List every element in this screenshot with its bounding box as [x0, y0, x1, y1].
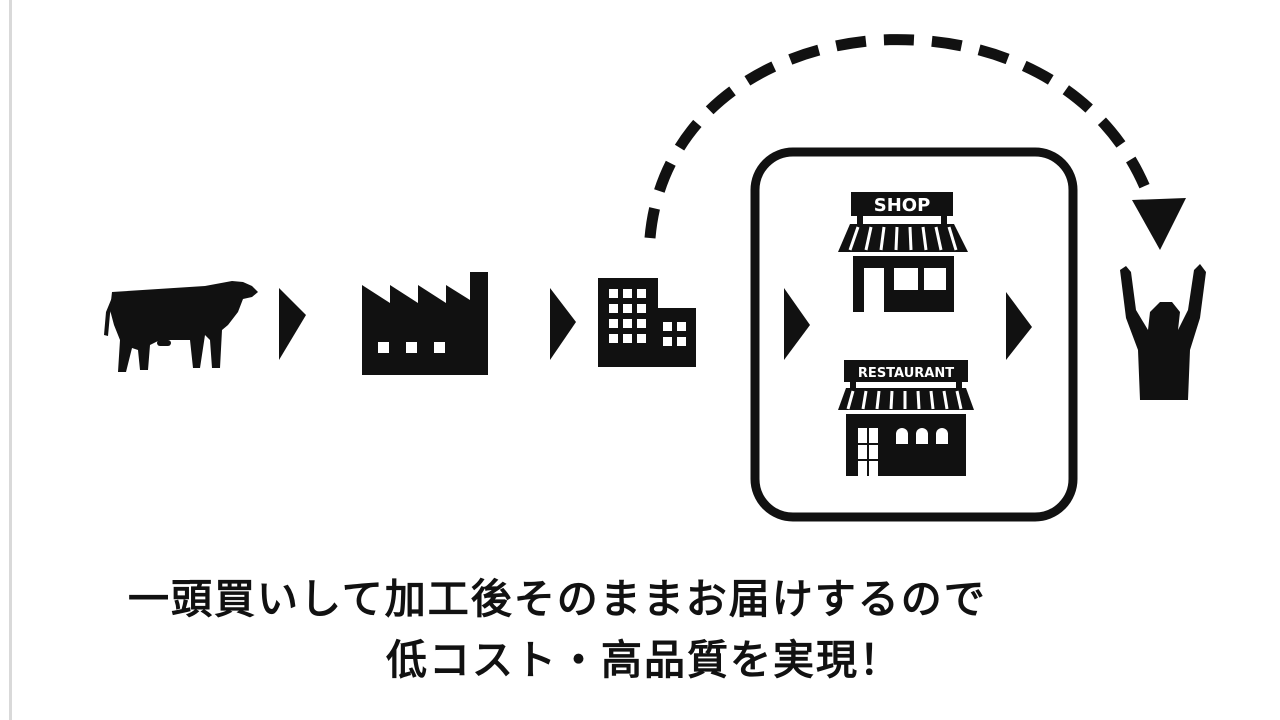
office-building-icon	[598, 278, 696, 367]
flow-arrow-3	[784, 288, 810, 360]
dashed-arrow-head	[1132, 198, 1186, 250]
dashed-bypass-arrow	[644, 34, 1156, 239]
flow-arrow-4	[1006, 292, 1032, 360]
cow-icon	[104, 281, 258, 372]
factory-icon	[362, 272, 488, 375]
caption-line-2: 低コスト・高品質を実現！	[386, 636, 902, 684]
restaurant-icon: RESTAURANT	[838, 360, 974, 476]
flow-arrow-2	[550, 288, 576, 360]
restaurant-sign-text: RESTAURANT	[858, 366, 954, 381]
caption-line-1: 一頭買いして加工後そのままお届けするので	[128, 575, 987, 623]
left-border-rule	[9, 0, 12, 720]
cheering-person-icon	[1120, 264, 1206, 400]
shop-icon: SHOP	[838, 192, 968, 312]
retail-group-box	[750, 147, 1078, 522]
shop-sign-text: SHOP	[874, 195, 931, 216]
flow-arrow-1	[279, 288, 306, 360]
